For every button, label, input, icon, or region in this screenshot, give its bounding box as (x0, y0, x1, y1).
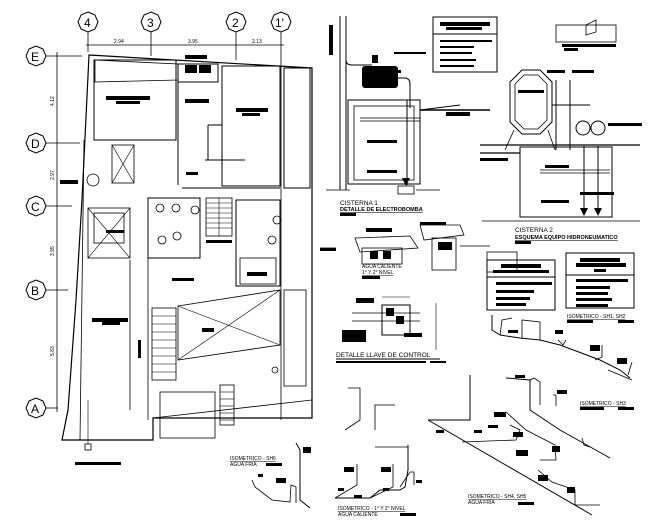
isometric-sh3: ISOMETRICO - SH3 (505, 375, 634, 459)
floor-plan: 4 3 2 1' 2.94 3.95 2.13 E (25, 11, 313, 465)
cisterna-1-detail: CISTERNA 1 DETALLE DE ELECTROBOMBA (326, 16, 498, 216)
cisterna-1-subtitle: DETALLE DE ELECTROBOMBA (340, 207, 423, 213)
grid-bubble-A: A (25, 397, 58, 419)
dim-2-1: 2.13 (252, 39, 262, 45)
grid-bubble-B: B (25, 279, 68, 301)
cisterna-2-detail: CISTERNA 2 ESQUEMA EQUIPO HIDRONEUMATICO (480, 19, 642, 244)
agua-caliente-title: AGUA CALIENTE (362, 264, 402, 270)
svg-text:3.95: 3.95 (50, 246, 56, 256)
legend-table-1 (432, 16, 498, 73)
isometric-sh4-title: ISOMETRICO - SH4, SH5 (468, 494, 527, 500)
horizontal-dimensions: 2.94 3.95 2.13 (86, 32, 284, 420)
svg-text:2: 2 (232, 16, 239, 30)
svg-text:C: C (31, 200, 40, 214)
grid-bubble-2: 2 (225, 11, 247, 33)
dim-3-2: 3.95 (188, 39, 198, 45)
isometric-sh6-title: ISOMETRICO - SH6 (230, 456, 276, 462)
cisterna-2-title: CISTERNA 2 (515, 227, 553, 234)
isometric-nivel-title: ISOMETRICO - 1° Y 2° NIVEL (338, 506, 406, 512)
svg-text:A: A (31, 402, 39, 416)
svg-text:B: B (31, 284, 39, 298)
isometric-sh4-sh5: ISOMETRICO - SH4, SH5 AGUA FRIA (427, 375, 600, 516)
isometric-nivel-subtitle: AGUA CALIENTE (338, 512, 378, 518)
svg-text:4: 4 (84, 16, 91, 30)
legend-table-3 (565, 252, 635, 309)
building-outline (60, 54, 313, 465)
stair-lower (219, 384, 235, 426)
stair-lower-left (151, 307, 177, 381)
svg-text:3: 3 (147, 16, 154, 30)
svg-text:2.97: 2.97 (50, 170, 56, 180)
isometric-sh1-title: ISOMETRICO - SH1, SH2 (567, 314, 626, 320)
svg-text:4.12: 4.12 (50, 96, 56, 106)
agua-caliente-detail: AGUA CALIENTE 1° Y 2° NIVEL (320, 222, 518, 279)
isometric-sh3-title: ISOMETRICO - SH3 (580, 401, 626, 407)
svg-text:5.83: 5.83 (50, 346, 56, 356)
isometric-nivel-agua-caliente: ISOMETRICO - 1° Y 2° NIVEL AGUA CALIENTE (334, 387, 422, 518)
svg-text:E: E (31, 50, 39, 64)
grid-bubble-E: E (25, 45, 82, 67)
dim-4-3: 2.94 (114, 39, 124, 45)
legend-table-2 (486, 259, 556, 311)
llave-control-detail: DETALLE LLAVE DE CONTROL (336, 296, 446, 363)
agua-caliente-subtitle: 1° Y 2° NIVEL (362, 270, 394, 276)
svg-text:D: D (31, 137, 40, 151)
isometric-sh6: ISOMETRICO - SH6 AGUA FRIA (230, 442, 311, 509)
grid-bubble-4: 4 (77, 11, 99, 33)
grid-bubble-C: C (25, 195, 72, 217)
isometric-sh6-subtitle: AGUA FRIA (230, 462, 257, 468)
vertical-dimensions: 4.12 2.97 3.95 5.83 (50, 52, 58, 412)
grid-bubble-1prime: 1' (270, 11, 292, 33)
isometric-sh4-subtitle: AGUA FRIA (468, 500, 495, 506)
grid-bubble-3: 3 (140, 11, 162, 33)
isometric-sh1-sh2: ISOMETRICO - SH1, SH2 (491, 314, 634, 379)
cisterna-1-title: CISTERNA 1 (340, 200, 378, 207)
llave-control-title: DETALLE LLAVE DE CONTROL (336, 352, 431, 359)
grid-bubble-D: D (25, 132, 80, 154)
svg-text:1': 1' (275, 16, 284, 30)
cisterna-2-subtitle: ESQUEMA EQUIPO HIDRONEUMATICO (515, 235, 618, 241)
stair-upper (205, 197, 233, 237)
